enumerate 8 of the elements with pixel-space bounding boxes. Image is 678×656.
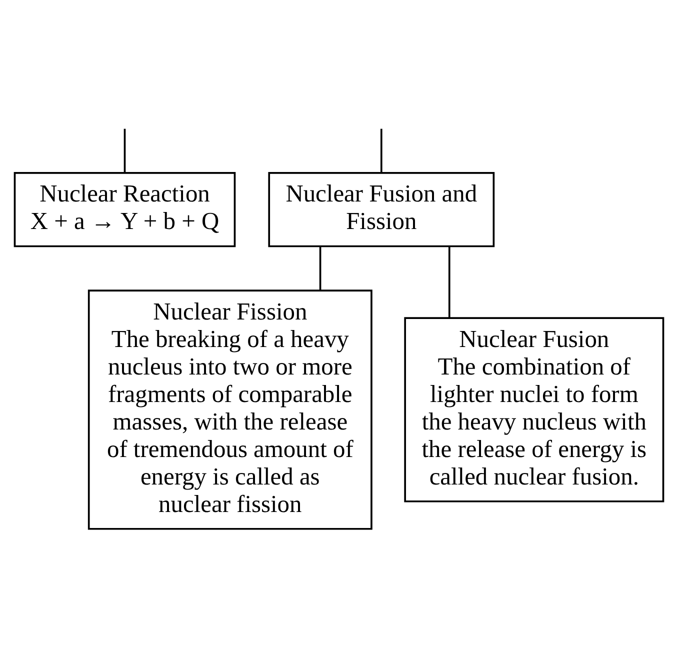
- connector: [319, 246, 322, 290]
- connector: [124, 128, 126, 173]
- node-box: Nuclear Reaction X + a → Y + b + Q: [14, 172, 236, 248]
- connector: [380, 128, 382, 173]
- node-box: Nuclear Fusion and Fission: [268, 172, 495, 248]
- node-box: Nuclear Fusion The combination of lighter nuclei to form the heavy nucleus with the release of energy is called nuclear fusion.: [404, 317, 664, 502]
- node-box: Nuclear Fission The breaking of a heavy nucleus into two or more fragments of comparable masses, with the release of tremendous amount of energy is called as nuclear fission: [88, 290, 372, 530]
- connector: [448, 246, 450, 318]
